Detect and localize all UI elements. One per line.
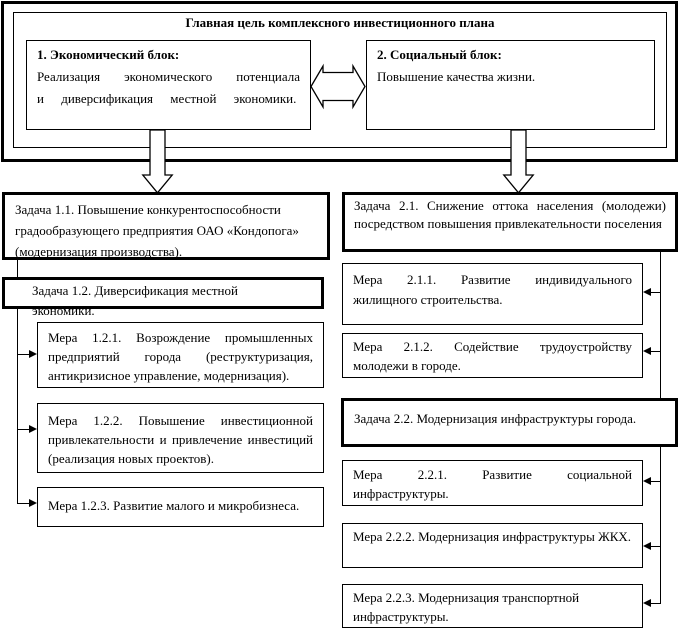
- measure-2-2-1-box: Мера 2.2.1. Развитие социальной инфрастр…: [342, 460, 643, 506]
- connector-left-branch-3: [17, 503, 30, 504]
- measure-1-2-3-box: Мера 1.2.3. Развитие малого и микробизне…: [37, 487, 324, 527]
- diagram-title: Главная цель комплексного инвестиционног…: [185, 15, 495, 30]
- connector-task11-task12: [17, 260, 18, 277]
- task-2-1-box: Задача 2.1. Снижение оттока населения (м…: [342, 192, 678, 252]
- connector-right-branch-5: [651, 603, 661, 604]
- arrowhead-left-icon: [643, 477, 651, 485]
- connector-right-branch-2: [651, 351, 661, 352]
- task-2-2-box: Задача 2.2. Модернизация инфраструктуры …: [341, 398, 678, 447]
- task-1-1-box: Задача 1.1. Повышение конкурентоспособно…: [2, 192, 330, 260]
- goal-frame-outer: [1, 1, 678, 162]
- economic-block-box: 1. Экономический блок: Реализация эконом…: [26, 40, 311, 130]
- arrowhead-left-icon: [643, 347, 651, 355]
- measure-1-2-1-box: Мера 1.2.1. Возрождение промышленных пре…: [37, 322, 324, 388]
- social-block-body: Повышение качества жизни.: [377, 69, 536, 84]
- goal-frame-inner: [13, 12, 667, 148]
- measure-2-1-2-box: Мера 2.1.2. Содействие трудоустройству м…: [342, 333, 643, 378]
- measure-2-2-2-box: Мера 2.2.2. Модернизация инфраструктуры …: [342, 523, 643, 568]
- connector-right-branch-3: [651, 481, 661, 482]
- connector-left-branch-2: [17, 429, 30, 430]
- connector-right-branch-1: [651, 292, 661, 293]
- economic-block-heading: 1. Экономический блок:: [37, 47, 180, 62]
- social-block-heading: 2. Социальный блок:: [377, 47, 502, 62]
- connector-right-branch-4: [651, 546, 661, 547]
- measure-1-2-2-box: Мера 1.2.2. Повышение инвестиционной при…: [37, 403, 324, 473]
- double-arrow-icon: [310, 63, 366, 110]
- arrowhead-left-icon: [643, 599, 651, 607]
- economic-block-body: Реализация экономического потенциала и д…: [37, 69, 300, 106]
- arrowhead-right-icon: [29, 350, 37, 358]
- connector-right-trunk-upper: [660, 252, 661, 399]
- measure-2-1-1-box: Мера 2.1.1. Развитие индивидуального жил…: [342, 263, 643, 325]
- arrowhead-right-icon: [29, 499, 37, 507]
- connector-left-trunk: [17, 309, 18, 504]
- arrowhead-right-icon: [29, 425, 37, 433]
- measure-2-2-3-box: Мера 2.2.3. Модернизация транспортной ин…: [342, 584, 643, 628]
- arrowhead-left-icon: [643, 288, 651, 296]
- arrowhead-left-icon: [643, 542, 651, 550]
- connector-left-branch-1: [17, 354, 30, 355]
- task-1-2-text: Задача 1.2. Диверсификация местной эконо…: [32, 283, 238, 318]
- down-arrow-left-icon: [141, 129, 174, 194]
- connector-right-trunk-lower: [660, 447, 661, 604]
- social-block-box: 2. Социальный блок: Повышение качества ж…: [366, 40, 655, 130]
- down-arrow-right-icon: [502, 129, 535, 194]
